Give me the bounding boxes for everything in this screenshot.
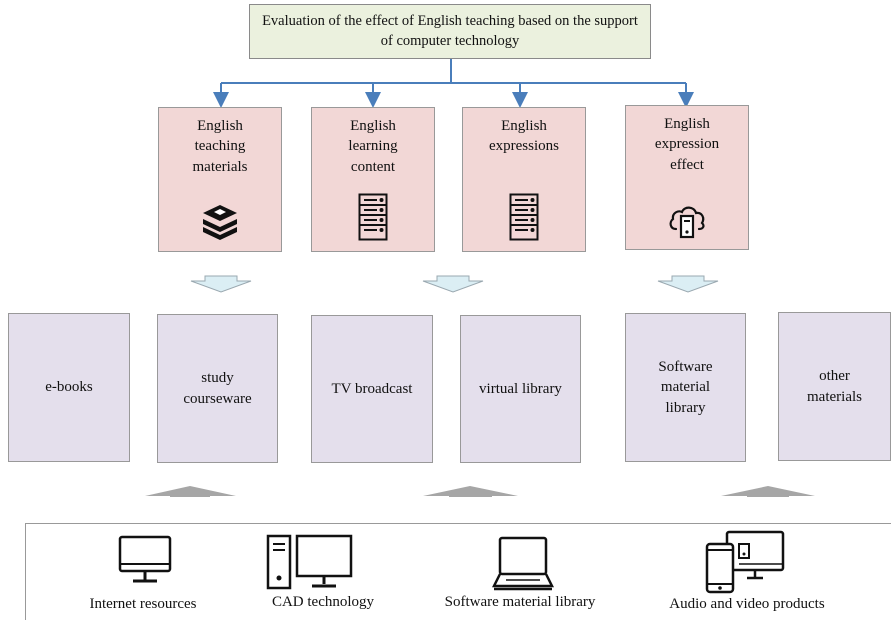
monitor-icon [118, 535, 172, 585]
resource-label: Audio and video products [669, 596, 825, 612]
material-box: Software material library [625, 313, 746, 462]
category-label: English learning content [348, 118, 398, 175]
server-icon [358, 193, 388, 241]
resource-label: Software material library [444, 594, 596, 610]
resource-label: Internet resources [89, 596, 197, 612]
material-label: virtual library [479, 380, 562, 397]
stack-layers-icon [201, 205, 239, 241]
category-expression-effect: English expression effect [625, 105, 749, 250]
category-expressions: English expressions [462, 107, 586, 252]
up-arrow-1 [145, 486, 236, 497]
down-arrow-3 [657, 275, 719, 293]
multi-device-icon [705, 530, 787, 594]
up-arrow-2 [423, 486, 518, 497]
category-label: English teaching materials [192, 118, 248, 175]
material-label: TV broadcast [331, 380, 413, 397]
material-label: e-books [45, 379, 93, 396]
down-arrow-2 [422, 275, 484, 293]
material-box: virtual library [460, 315, 581, 463]
category-teaching-materials: English teaching materials [158, 107, 282, 252]
category-learning-content: English learning content [311, 107, 435, 252]
up-arrow-3 [721, 486, 815, 497]
category-label: English expression effect [654, 116, 720, 173]
desktop-computer-icon [266, 534, 354, 590]
material-label: study courseware [183, 370, 252, 407]
down-arrow-1 [190, 275, 252, 293]
material-label: Software material library [658, 359, 713, 416]
server-icon [509, 193, 539, 241]
material-box: study courseware [157, 314, 278, 463]
material-box: e-books [8, 313, 130, 462]
resources-panel [25, 523, 891, 620]
diagram-title: Evaluation of the effect of English teac… [249, 4, 651, 59]
laptop-icon [492, 536, 554, 592]
material-label: other materials [807, 368, 862, 405]
resource-label: CAD technology [271, 594, 375, 610]
material-box: TV broadcast [311, 315, 433, 463]
cloud-device-icon [667, 203, 707, 239]
category-label: English expressions [489, 118, 559, 155]
material-box: other materials [778, 312, 891, 461]
